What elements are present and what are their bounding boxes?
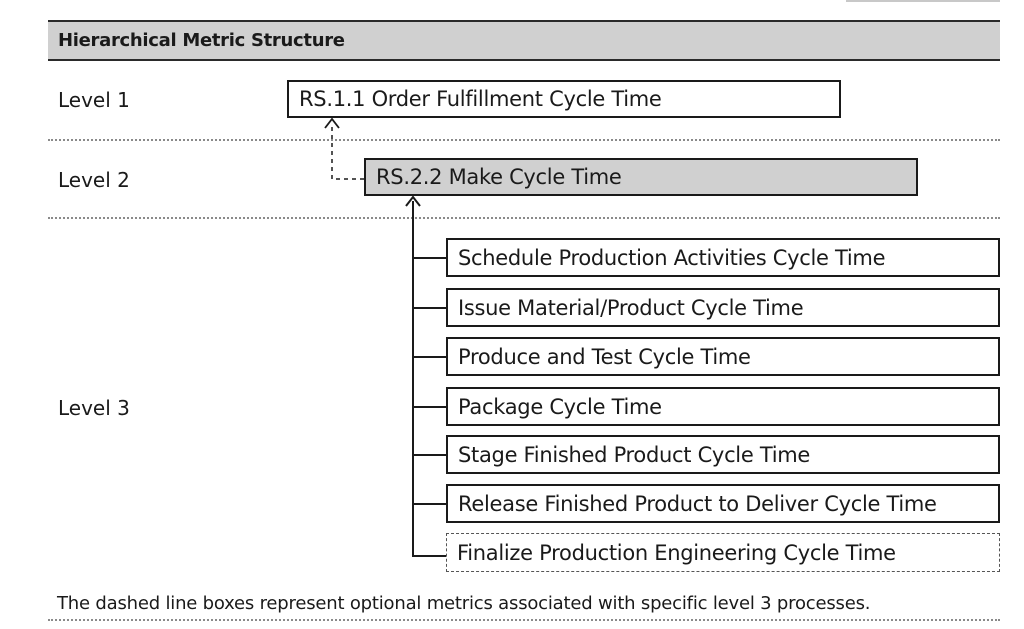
level1-arrow-head [324, 117, 340, 129]
level2-arrow-head [405, 195, 421, 207]
level3-metric-box: Package Cycle Time [446, 387, 1000, 426]
level3-metric-label: Release Finished Product to Deliver Cycl… [458, 491, 937, 516]
separator-level-2-3 [48, 217, 1000, 219]
level2-metric-box: RS.2.2 Make Cycle Time [364, 158, 918, 196]
level-1-label: Level 1 [58, 88, 130, 112]
level3-metric-label: Issue Material/Product Cycle Time [458, 295, 804, 320]
level1-metric-box: RS.1.1 Order Fulfillment Cycle Time [287, 80, 841, 118]
level3-metric-box: Stage Finished Product Cycle Time [446, 435, 1000, 474]
level3-metric-box: Issue Material/Product Cycle Time [446, 288, 1000, 327]
level3-trunk-connector [412, 201, 446, 557]
separator-level-1-2 [48, 139, 1000, 141]
footnote: The dashed line boxes represent optional… [57, 593, 871, 614]
level3-metric-box: Schedule Production Activities Cycle Tim… [446, 238, 1000, 277]
level1-metric-label: RS.1.1 Order Fulfillment Cycle Time [299, 87, 662, 111]
level-3-label: Level 3 [58, 396, 130, 420]
level3-metric-label: Stage Finished Product Cycle Time [458, 442, 811, 467]
level-2-label: Level 2 [58, 168, 130, 192]
level3-metric-box: Release Finished Product to Deliver Cycl… [446, 484, 1000, 523]
level2-metric-label: RS.2.2 Make Cycle Time [376, 165, 622, 189]
level3-metric-box: Produce and Test Cycle Time [446, 337, 1000, 376]
level3-metric-label: Finalize Production Engineering Cycle Ti… [457, 540, 896, 565]
level3-metric-label: Schedule Production Activities Cycle Tim… [458, 245, 886, 270]
top-tab-decoration [846, 0, 1000, 2]
level3-metric-label: Package Cycle Time [458, 394, 662, 419]
separator-footer [48, 619, 1000, 621]
level3-metric-label: Produce and Test Cycle Time [458, 344, 751, 369]
level3-optional-metric-box: Finalize Production Engineering Cycle Ti… [446, 533, 1000, 572]
level2-to-level1-connector [331, 123, 364, 180]
page-title: Hierarchical Metric Structure [58, 30, 345, 51]
header-bar [48, 20, 1000, 61]
